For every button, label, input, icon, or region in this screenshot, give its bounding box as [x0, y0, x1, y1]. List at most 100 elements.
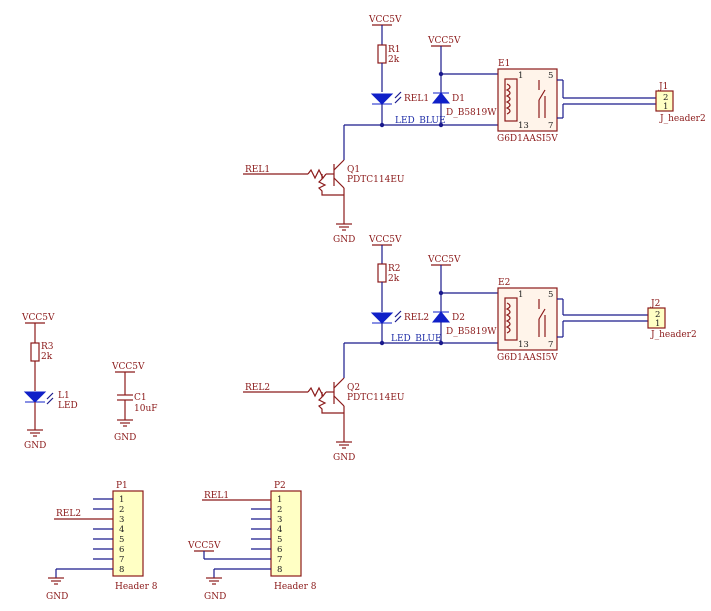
resistor-r3: R3 2k	[30, 342, 54, 362]
svg-text:LED_BLUE: LED_BLUE	[395, 116, 446, 126]
svg-text:P2: P2	[274, 481, 286, 491]
svg-text:13: 13	[518, 340, 529, 350]
svg-text:D_B5819W: D_B5819W	[446, 327, 497, 337]
svg-text:REL1: REL1	[404, 94, 429, 104]
header_p1-pin-8: 8	[119, 565, 124, 575]
svg-text:J_header2: J_header2	[659, 114, 706, 124]
svg-text:2: 2	[663, 93, 668, 103]
svg-text:C1: C1	[134, 393, 147, 403]
svg-text:GND: GND	[24, 441, 46, 451]
transistor-q2: Q2 PDTC114EU	[287, 377, 405, 414]
svg-text:1: 1	[655, 319, 660, 329]
capacitor-c1: VCC5V C1 10uF GND	[111, 362, 158, 443]
svg-text:P1: P1	[116, 481, 128, 491]
svg-text:2: 2	[655, 310, 660, 320]
svg-text:D1: D1	[452, 94, 465, 104]
relay-circuit-2: VCC5V R2 2k REL2 LED_BLUE VCC5V D2	[243, 235, 697, 463]
svg-text:LED_BLUE: LED_BLUE	[391, 334, 442, 344]
vcc-label-r2: VCC5V	[368, 235, 402, 245]
vcc-label-r1: VCC5V	[368, 15, 402, 25]
header-j1: J1 2 1 J_header2	[655, 82, 706, 124]
header_p1-pin-1: 1	[119, 495, 124, 505]
svg-text:1: 1	[518, 290, 523, 300]
svg-text:VCC5V: VCC5V	[21, 313, 55, 323]
svg-text:2k: 2k	[388, 55, 400, 65]
svg-text:R3: R3	[41, 342, 54, 352]
resistor-r1: R1 2k	[377, 44, 401, 65]
svg-text:Q1: Q1	[347, 165, 360, 175]
resistor-r2: R2 2k	[377, 263, 401, 284]
relay-e2: E2 1 5 13 7 G6D1AASI5V	[497, 278, 558, 363]
svg-text:Q2: Q2	[347, 383, 360, 393]
svg-text:PDTC114EU: PDTC114EU	[347, 175, 405, 185]
svg-text:G6D1AASI5V: G6D1AASI5V	[497, 353, 558, 363]
svg-text:GND: GND	[46, 592, 68, 602]
header-j2: J2 2 1 J_header2	[647, 299, 697, 340]
svg-text:R1: R1	[388, 45, 401, 55]
header_p1-pin-7: 7	[119, 555, 124, 565]
header_p2-pin-2: 2	[277, 505, 282, 515]
relay-e1: E1 1 5 13 7 G6D1AASI5V	[497, 59, 558, 144]
net-rel2: REL2	[245, 383, 270, 393]
header_p2-pin-6: 6	[277, 545, 282, 555]
header_p1-pin-6: 6	[119, 545, 124, 555]
led-l1: L1 LED	[23, 391, 78, 411]
svg-text:J2: J2	[650, 299, 660, 309]
net-rel1: REL1	[245, 165, 270, 175]
svg-text:LED: LED	[58, 401, 78, 411]
led-rel2: REL2 LED_BLUE	[370, 310, 442, 344]
svg-text:10uF: 10uF	[134, 404, 158, 414]
header_p2-pin-1: 1	[277, 495, 282, 505]
svg-text:2k: 2k	[388, 274, 400, 284]
transistor-q1: Q1 PDTC114EU	[287, 159, 405, 196]
svg-text:5: 5	[548, 71, 553, 81]
header_p2-pin-7: 7	[277, 555, 282, 565]
header_p2-pin-3: 3	[277, 515, 282, 525]
svg-text:7: 7	[548, 121, 553, 131]
svg-text:E1: E1	[498, 59, 510, 69]
gnd-q1: GND	[333, 223, 355, 245]
svg-text:GND: GND	[333, 235, 355, 245]
svg-text:GND: GND	[333, 453, 355, 463]
header_p1-pin-5: 5	[119, 535, 124, 545]
svg-text:Header 8: Header 8	[115, 582, 158, 592]
svg-text:1: 1	[518, 71, 523, 81]
header_p2-pin-4: 4	[277, 525, 282, 535]
svg-text:Header 8: Header 8	[274, 582, 317, 592]
svg-text:VCC5V: VCC5V	[111, 362, 145, 372]
svg-text:7: 7	[548, 340, 553, 350]
gnd-q2: GND	[333, 441, 355, 463]
svg-text:GND: GND	[114, 433, 136, 443]
svg-text:13: 13	[518, 121, 529, 131]
svg-text:REL1: REL1	[204, 491, 229, 501]
svg-text:5: 5	[548, 290, 553, 300]
svg-text:L1: L1	[58, 391, 70, 401]
relay-circuit-1: VCC5V R1 2k REL1 LED_BLUE VCC5V	[243, 15, 706, 245]
svg-text:D2: D2	[452, 313, 465, 323]
svg-text:J1: J1	[658, 82, 668, 92]
diode-d1: D1 D_B5819W	[431, 92, 497, 118]
led-rel1: REL1 LED_BLUE	[370, 91, 446, 126]
svg-text:VCC5V: VCC5V	[187, 541, 221, 551]
svg-text:PDTC114EU: PDTC114EU	[347, 393, 405, 403]
svg-text:D_B5819W: D_B5819W	[446, 108, 497, 118]
header_p1-pin-3: 3	[119, 515, 124, 525]
power-led-circuit: VCC5V R3 2k L1 LED GND	[21, 313, 78, 451]
svg-text:G6D1AASI5V: G6D1AASI5V	[497, 134, 558, 144]
svg-text:2k: 2k	[41, 352, 53, 362]
svg-text:1: 1	[663, 102, 668, 112]
header_p1-pin-2: 2	[119, 505, 124, 515]
svg-text:REL2: REL2	[56, 509, 81, 519]
svg-text:R2: R2	[388, 264, 401, 274]
diode-d2: D2 D_B5819W	[431, 311, 497, 337]
svg-text:E2: E2	[498, 278, 510, 288]
svg-text:REL2: REL2	[404, 313, 429, 323]
header_p1-pin-4: 4	[119, 525, 124, 535]
header_p2-pin-8: 8	[277, 565, 282, 575]
header_p2-pin-5: 5	[277, 535, 282, 545]
svg-text:GND: GND	[204, 592, 226, 602]
vcc-label-d1: VCC5V	[427, 36, 461, 46]
